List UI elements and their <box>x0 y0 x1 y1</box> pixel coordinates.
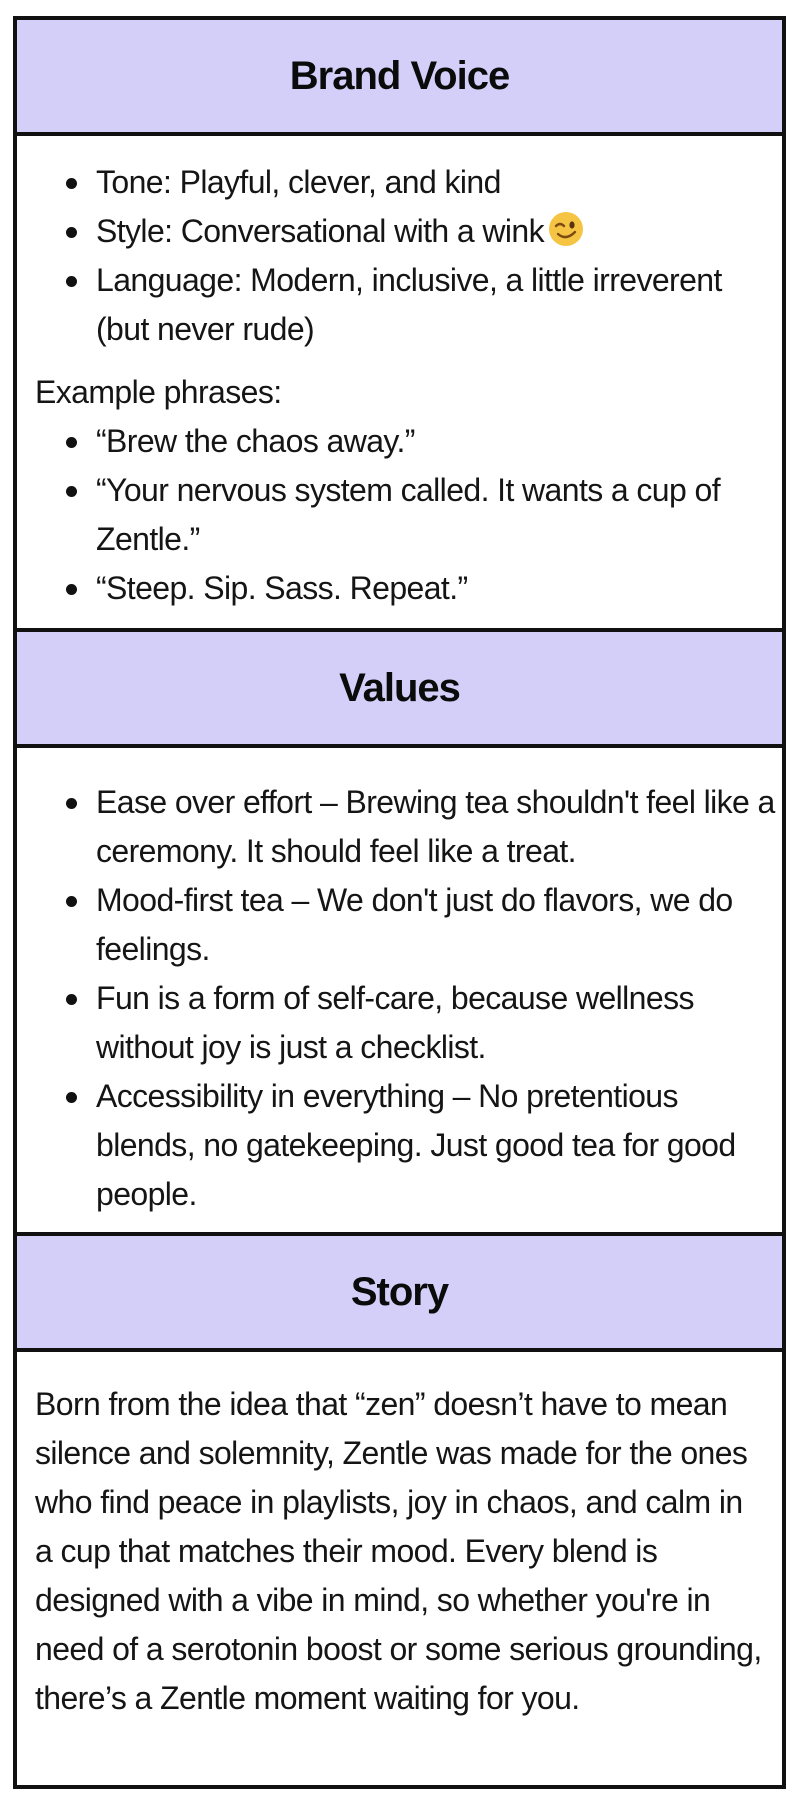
value-text: Mood-first tea – We don't just do flavor… <box>96 882 733 967</box>
list-item: Mood-first tea – We don't just do flavor… <box>35 876 776 974</box>
style-text: Style: Conversational with a wink <box>96 213 545 249</box>
tone-text: Tone: Playful, clever, and kind <box>96 164 501 200</box>
example-phrase: “Brew the chaos away.” <box>96 423 415 459</box>
list-item: Ease over effort – Brewing tea shouldn't… <box>35 778 776 876</box>
story-paragraph: Born from the idea that “zen” doesn’t ha… <box>35 1386 762 1716</box>
value-text: Fun is a form of self-care, because well… <box>96 980 694 1065</box>
list-item: “Steep. Sip. Sass. Repeat.” <box>35 564 770 613</box>
brand-voice-header: Brand Voice <box>17 20 782 136</box>
language-text: Language: Modern, inclusive, a little ir… <box>96 262 722 347</box>
value-text: Ease over effort – Brewing tea shouldn't… <box>96 784 775 869</box>
brand-voice-body: Tone: Playful, clever, and kind Style: C… <box>17 136 782 632</box>
examples-label: Example phrases: <box>35 374 282 410</box>
example-phrase: “Your nervous system called. It wants a … <box>96 472 721 557</box>
values-title: Values <box>339 665 461 710</box>
list-item: Tone: Playful, clever, and kind <box>35 158 770 207</box>
list-item: Fun is a form of self-care, because well… <box>35 974 776 1072</box>
values-header: Values <box>17 632 782 748</box>
brand-voice-list: Tone: Playful, clever, and kind Style: C… <box>35 158 770 354</box>
brand-guide-table: Brand Voice Tone: Playful, clever, and k… <box>13 16 786 1789</box>
examples-list: “Brew the chaos away.” “Your nervous sys… <box>35 417 770 613</box>
values-list: Ease over effort – Brewing tea shouldn't… <box>35 778 776 1219</box>
story-header: Story <box>17 1236 782 1352</box>
story-title: Story <box>350 1269 449 1314</box>
example-phrase: “Steep. Sip. Sass. Repeat.” <box>96 570 468 606</box>
list-item: Language: Modern, inclusive, a little ir… <box>35 256 770 354</box>
winking-face-icon <box>548 211 584 247</box>
values-body: Ease over effort – Brewing tea shouldn't… <box>17 748 782 1236</box>
list-item: Accessibility in everything – No pretent… <box>35 1072 776 1219</box>
list-item: “Your nervous system called. It wants a … <box>35 466 770 564</box>
value-text: Accessibility in everything – No pretent… <box>96 1078 736 1212</box>
story-body: Born from the idea that “zen” doesn’t ha… <box>17 1352 782 1785</box>
brand-voice-title: Brand Voice <box>289 53 510 98</box>
list-item: “Brew the chaos away.” <box>35 417 770 466</box>
list-item: Style: Conversational with a wink <box>35 207 770 256</box>
